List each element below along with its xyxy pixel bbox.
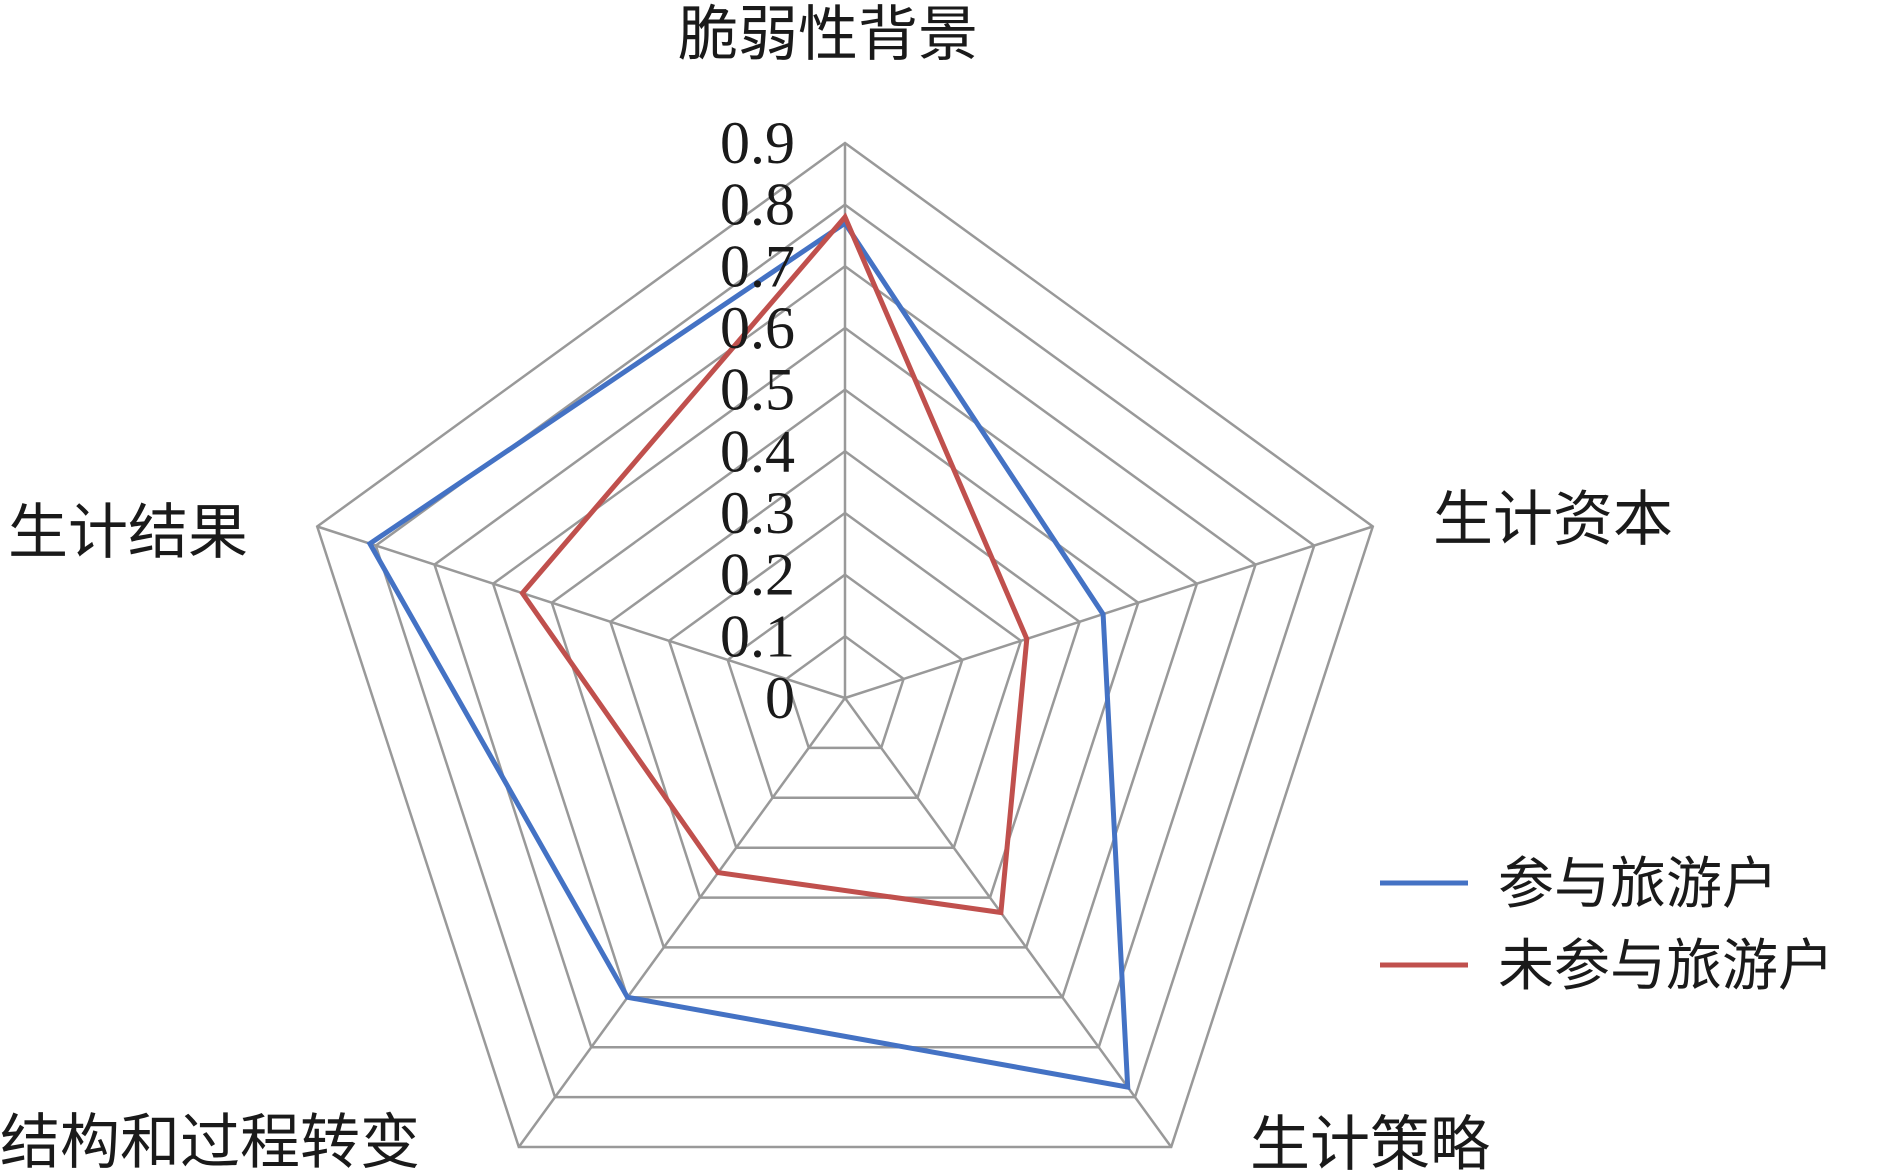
grid-ring [667,511,1023,849]
grid-ring [315,141,1375,1149]
grid-layer [315,141,1375,1149]
grid-ring [608,449,1082,899]
category-label: 生计资本 [1433,485,1673,555]
tick-labels: 00.10.20.30.40.50.60.70.80.9 [720,110,795,731]
tick-label: 0 [765,665,795,731]
series-layer [366,212,1131,1091]
tick-label: 0.1 [720,603,795,669]
grid-spoke [517,697,847,1148]
grid-spoke [316,525,846,700]
category-label: 脆弱性背景 [678,0,978,70]
grid-spoke [844,525,1374,700]
tick-label: 0.5 [720,357,795,423]
category-label: 生计结果 [8,498,248,568]
series-line-2 [519,212,1030,916]
tick-label: 0.6 [720,295,795,361]
category-label: 生计策略 [1250,1110,1490,1175]
grid-ring [550,388,1140,949]
grid-ring [433,264,1257,1049]
tick-label: 0.4 [720,418,795,484]
legend-label: 未参与旅游户 [1498,934,1834,999]
series-line-1 [366,219,1131,1091]
category-label: 结构和过程转变 [0,1108,420,1175]
tick-label: 0.9 [720,110,795,176]
tick-label: 0.8 [720,172,795,238]
grid-ring [784,634,906,750]
tick-label: 0.2 [720,542,795,608]
tick-label: 0.7 [720,233,795,299]
grid-ring [726,573,964,800]
tick-label: 0.3 [720,480,795,546]
legend-label: 参与旅游户 [1498,852,1778,917]
grid-ring [491,326,1199,999]
grid-spoke [843,697,1173,1148]
